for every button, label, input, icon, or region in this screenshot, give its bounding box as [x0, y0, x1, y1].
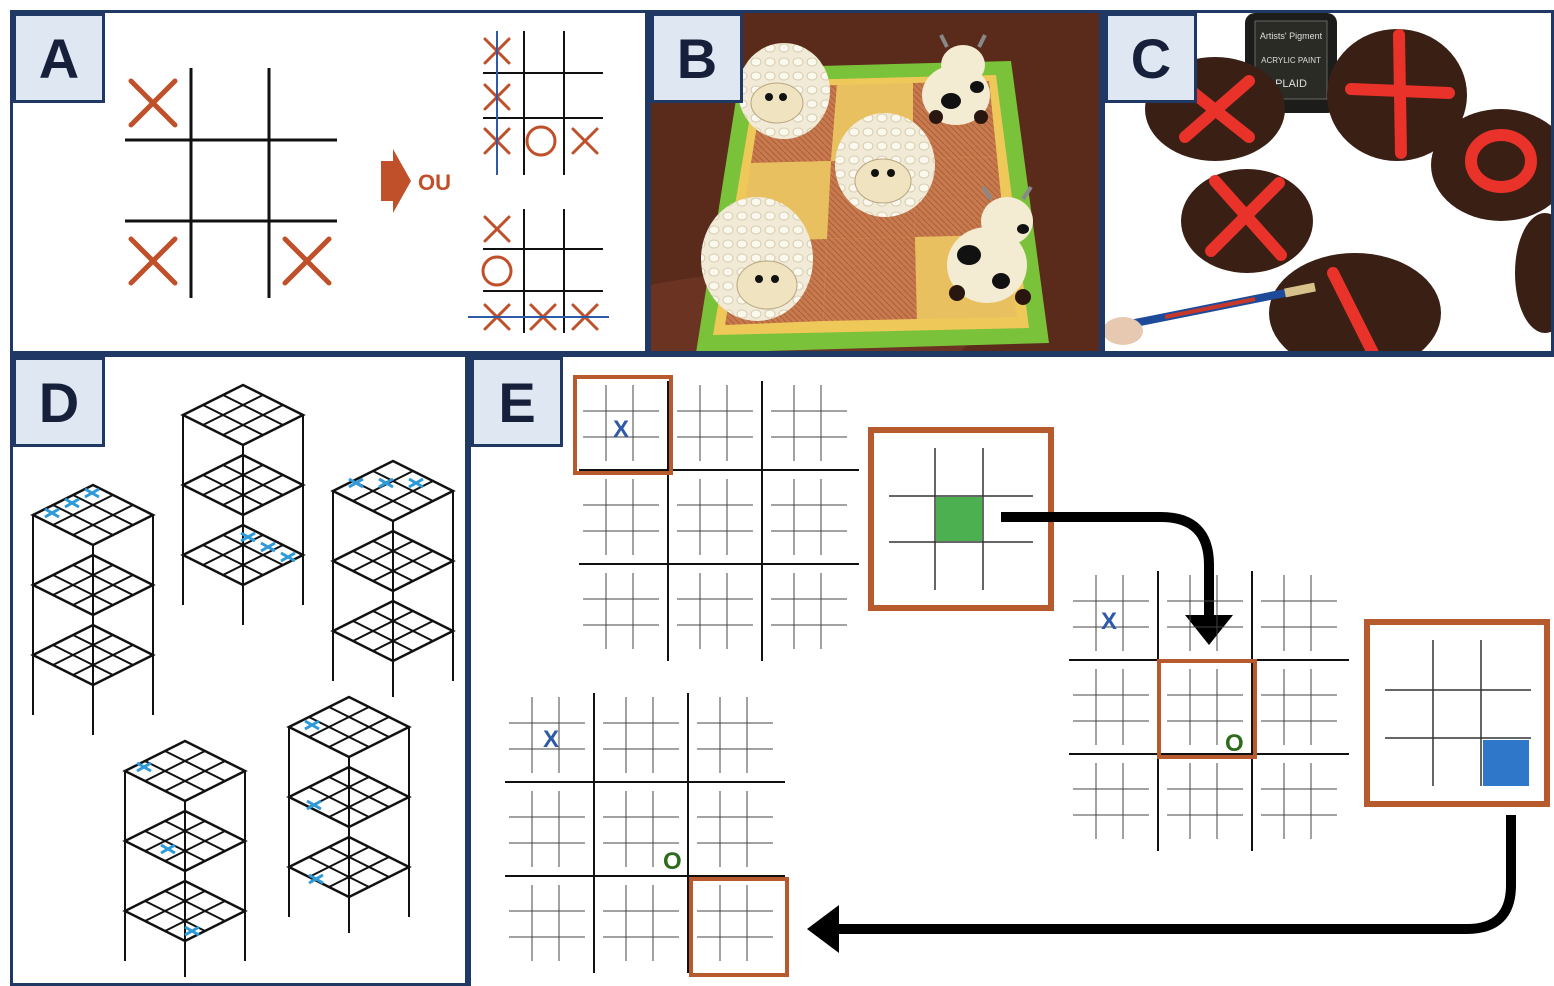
panel-e-label: E: [471, 357, 563, 447]
stone-x: [1181, 169, 1313, 273]
blue-cell: [1483, 740, 1529, 786]
ultimate-board-2: X O: [1069, 571, 1349, 851]
tower-2: [181, 383, 305, 625]
sheep-figure: [835, 113, 935, 217]
paint-bottle: Artists' Pigment ACRYLIC PAINT PLAID: [1245, 13, 1337, 113]
sheep-figure: [738, 43, 830, 139]
stone-x: [1327, 29, 1467, 161]
panel-d: D: [10, 354, 468, 986]
panel-c: C Artists' Pigment ACRYLIC PAINT PLAID: [1102, 10, 1554, 354]
panel-b-label: B: [651, 13, 743, 103]
arrow-left-icon: [835, 815, 1516, 934]
green-cell: [936, 497, 982, 541]
sheep-figure: [701, 197, 813, 321]
ultimate-tic-tac-toe-diagram: X X O: [471, 375, 1550, 977]
zoom-board-2: [1364, 619, 1550, 807]
tower-1: [31, 483, 155, 735]
tower-5: [287, 695, 411, 933]
small-board-bottom: [483, 209, 603, 333]
big-board: [125, 68, 337, 298]
panel-c-label: C: [1105, 13, 1197, 103]
tower-3: [331, 459, 455, 697]
small-board-top: [483, 31, 603, 175]
painted-stones-photo: Artists' Pigment ACRYLIC PAINT PLAID: [1105, 13, 1551, 351]
panel-d-label: D: [13, 357, 105, 447]
sheep-cow-board-photo: [651, 13, 1099, 351]
mark-o: O: [663, 848, 682, 875]
ou-text: OU: [418, 170, 451, 195]
blue-x-marks: [44, 487, 100, 519]
ultimate-board-3: X O: [505, 693, 789, 977]
tower-4: [123, 739, 247, 977]
highlight-box: [689, 877, 789, 977]
big-board-crosses: [128, 78, 332, 286]
stone-o: [1431, 109, 1551, 221]
mark-x: X: [543, 726, 559, 753]
highlight-box: [1157, 659, 1257, 759]
highlight-box: [573, 375, 673, 475]
3d-tic-tac-toe-sketch: [31, 383, 455, 977]
bottle-label-2: ACRYLIC PAINT: [1261, 56, 1321, 65]
mark-x: X: [613, 416, 629, 443]
cow-figure: [947, 185, 1033, 305]
ultimate-board-1: X: [573, 375, 859, 661]
arrow-right-icon: [381, 149, 411, 213]
arrow-down-icon: [1001, 512, 1214, 619]
mark-o: O: [1225, 730, 1244, 757]
panel-a-label: A: [13, 13, 105, 103]
panel-a: A OU: [10, 10, 648, 354]
stone-o: [1269, 253, 1441, 351]
panel-e: E X: [468, 354, 1554, 986]
bottle-label-1: Artists' Pigment: [1260, 31, 1323, 41]
cow-figure: [922, 34, 990, 125]
bottle-label-3: PLAID: [1275, 78, 1307, 90]
paintbrush-icon: [1105, 282, 1316, 345]
mark-x: X: [1101, 608, 1117, 635]
panel-b: B: [648, 10, 1102, 354]
tic-tac-toe-diagram: OU: [125, 31, 609, 333]
